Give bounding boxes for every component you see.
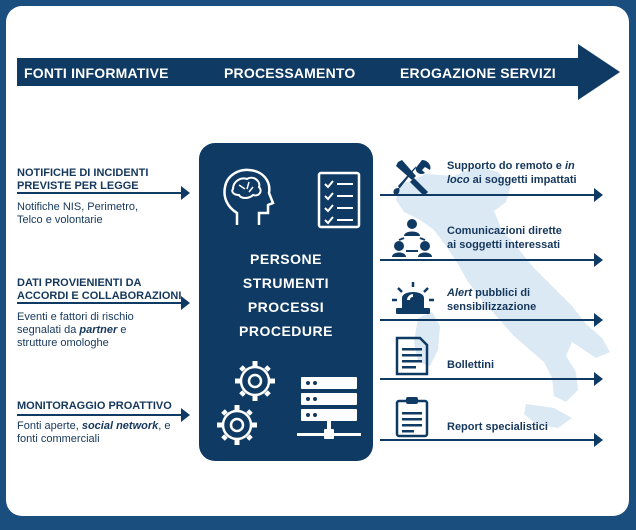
input-title-notifiche: NOTIFICHE DI INCIDENTI PREVISTE PER LEGG… — [17, 167, 187, 193]
output-line: Supporto do remoto e in — [447, 159, 587, 173]
input-desc-notifiche: Notifiche NIS, Perimetro, Telco e volont… — [17, 201, 192, 227]
output-line: Comunicazioni dirette — [447, 225, 562, 237]
input-title-line: ACCORDI E COLLABORAZIONI — [17, 290, 182, 302]
brain-head-icon — [223, 168, 275, 225]
input-desc-accordi: Eventi e fattori di rischio segnalati da… — [17, 311, 192, 350]
output-line: sensibilizzazione — [447, 301, 537, 313]
input-desc-line: Notifiche NIS, Perimetro, — [17, 201, 139, 213]
output-report: Report specialistici — [447, 420, 587, 434]
gears-icon — [217, 361, 275, 445]
people-network-icon — [392, 219, 432, 257]
input-desc-line: Fonti aperte, social network, e — [17, 420, 192, 433]
header-fonti-informative: FONTI INFORMATIVE — [24, 65, 169, 81]
text-emphasis: loco — [447, 174, 470, 186]
input-title-line: PREVISTE PER LEGGE — [17, 180, 139, 192]
input-title-line: DATI PROVIENIENTI DA — [17, 277, 142, 289]
input-desc-line: Eventi e fattori di rischio — [17, 311, 134, 323]
text-segment: ai soggetti impattati — [469, 174, 577, 186]
header-erogazione-servizi: EROGAZIONE SERVIZI — [400, 65, 556, 81]
input-desc-line: strutture omologhe — [17, 337, 109, 349]
label-persone: PERSONE — [250, 251, 322, 267]
text-segment: e — [117, 324, 127, 336]
clipboard-icon — [395, 397, 429, 438]
input-desc-monitoraggio: Fonti aperte, social network, e fonti co… — [17, 420, 192, 446]
output-alert: Alert pubblici di sensibilizzazione — [447, 286, 587, 314]
output-line: ai soggetti interessati — [447, 239, 561, 251]
text-emphasis: in — [564, 160, 575, 172]
text-emphasis: partner — [79, 324, 118, 336]
server-icon — [297, 377, 361, 439]
input-desc-line: Telco e volontarie — [17, 214, 103, 226]
text-segment: Supporto do remoto e — [447, 160, 565, 172]
checklist-icon — [317, 171, 361, 229]
infographic-panel: FONTI INFORMATIVE PROCESSAMENTO EROGAZIO… — [6, 6, 629, 516]
output-line: Alert pubblici di — [447, 286, 587, 300]
text-segment: pubblici di — [472, 287, 531, 299]
input-title-monitoraggio: MONITORAGGIO PROATTIVO — [17, 400, 187, 413]
text-emphasis: Alert — [447, 287, 473, 299]
input-title-line: MONITORAGGIO PROATTIVO — [17, 400, 172, 412]
alarm-light-icon — [392, 282, 434, 314]
output-comunicazioni: Comunicazioni dirette ai soggetti intere… — [447, 224, 587, 252]
input-title-accordi: DATI PROVIENIENTI DA ACCORDI E COLLABORA… — [17, 277, 187, 303]
input-desc-line: segnalati da partner e — [17, 324, 192, 337]
output-line: loco ai soggetti impattati — [447, 173, 587, 187]
output-bollettini: Bollettini — [447, 358, 587, 372]
document-icon — [395, 336, 429, 376]
header-flow-arrow — [17, 44, 620, 100]
header-processamento: PROCESSAMENTO — [224, 65, 356, 81]
label-processi: PROCESSI — [247, 299, 325, 315]
text-segment: segnalati da — [17, 324, 80, 336]
processing-labels: PERSONE STRUMENTI PROCESSI PROCEDURE — [199, 247, 373, 343]
label-strumenti: STRUMENTI — [242, 275, 330, 291]
output-line: Report specialistici — [447, 421, 548, 433]
text-segment: , e — [158, 420, 171, 432]
label-procedure: PROCEDURE — [239, 323, 333, 339]
text-segment: Fonti aperte, — [17, 420, 82, 432]
processing-box: PERSONE STRUMENTI PROCESSI PROCEDURE — [199, 143, 373, 461]
input-desc-line: fonti commerciali — [17, 433, 100, 445]
input-title-line: NOTIFICHE DI INCIDENTI — [17, 167, 149, 179]
output-supporto: Supporto do remoto e in loco ai soggetti… — [447, 159, 587, 187]
flow-arrows — [17, 186, 603, 447]
text-emphasis: social network — [81, 420, 159, 432]
tools-icon — [393, 160, 431, 196]
output-line: Bollettini — [447, 359, 495, 371]
italy-map-background — [396, 166, 610, 428]
